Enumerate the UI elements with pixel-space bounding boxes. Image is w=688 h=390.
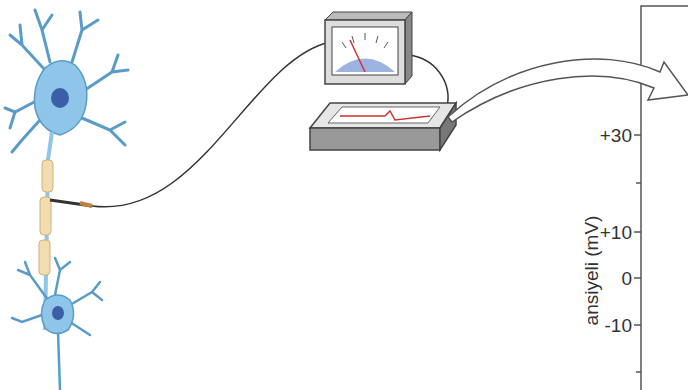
tick-label: 0 xyxy=(621,269,632,288)
wire xyxy=(92,42,330,207)
electrode-tip xyxy=(80,203,92,206)
tick-label: -10 xyxy=(605,316,632,335)
cell-body xyxy=(42,295,74,334)
tick-label: +30 xyxy=(600,126,632,145)
nucleus xyxy=(51,88,69,108)
neuron-upper xyxy=(5,10,128,152)
meter xyxy=(325,12,412,84)
curved-arrow xyxy=(448,59,688,122)
chart-frame xyxy=(634,6,688,390)
electrode xyxy=(50,200,92,206)
cell-body xyxy=(34,61,86,135)
nucleus xyxy=(52,306,64,320)
myelin-sheath xyxy=(39,160,53,275)
tick-label: +10 xyxy=(600,223,632,242)
axis-label: ansiyeli (mV) xyxy=(583,215,602,325)
neuron-lower xyxy=(12,258,102,390)
recorder xyxy=(310,103,456,150)
